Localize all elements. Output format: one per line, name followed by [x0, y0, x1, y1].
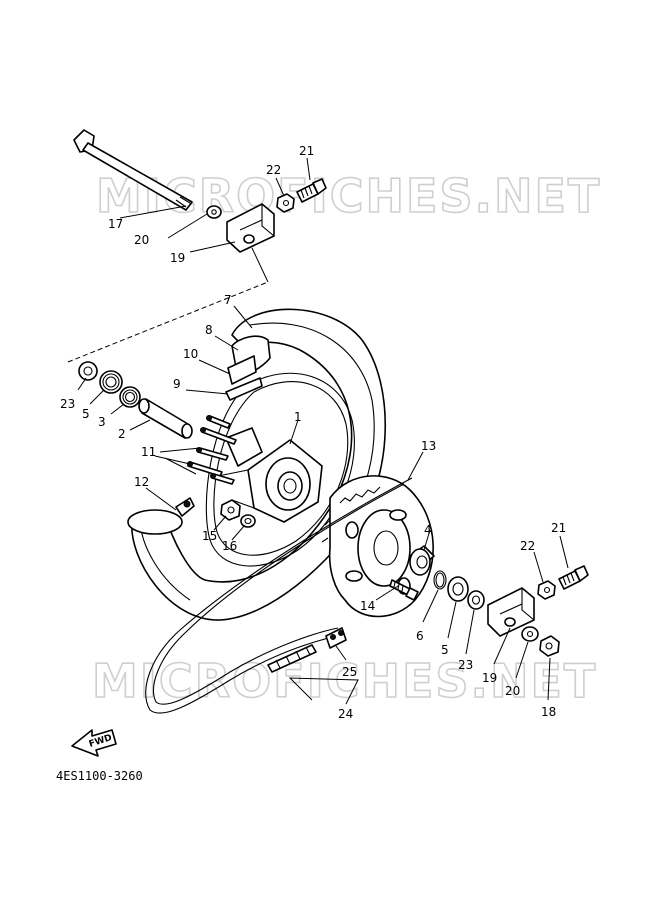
callout-4: 4: [424, 523, 432, 537]
bolt-14: [389, 579, 419, 601]
valve: [175, 497, 195, 517]
callout-10: 10: [183, 347, 198, 361]
collar-23-left: [78, 361, 98, 381]
spacer-2: [138, 398, 193, 439]
collar-23-right: [467, 590, 485, 610]
callout-22-bottom: 22: [520, 539, 535, 553]
callout-7: 7: [224, 293, 232, 307]
bearing-3: [119, 386, 141, 408]
nut-22-top: [276, 193, 295, 213]
circlip-6: [433, 570, 447, 590]
callout-19-bottom: 19: [482, 671, 497, 685]
rim-lock: [225, 377, 263, 401]
callout-16: 16: [222, 539, 237, 553]
washer-20-top: [206, 205, 222, 219]
callout-17: 17: [108, 217, 123, 231]
rim-band: [227, 335, 271, 385]
callout-23-left: 23: [60, 397, 75, 411]
callout-5-left: 5: [82, 407, 90, 421]
callout-15: 15: [202, 529, 217, 543]
chain-adjuster-top: [226, 203, 275, 253]
washer-16: [240, 514, 256, 528]
forward-arrow-icon: FWD: [71, 729, 117, 757]
callout-20-bottom: 20: [505, 684, 520, 698]
callout-24: 24: [338, 707, 353, 721]
leader-lines: [77, 157, 569, 705]
callout-5-right: 5: [441, 643, 449, 657]
washer-20-bottom: [521, 626, 539, 642]
chain-adjuster-bottom: [487, 587, 535, 637]
axle-nut-18: [539, 635, 560, 657]
hub: [217, 427, 323, 523]
watermark-bottom: MICROFICHES.NET: [92, 654, 597, 708]
nut-15: [220, 499, 241, 521]
drive-chain: [145, 477, 413, 714]
bolt-21-bottom: [558, 565, 589, 590]
callout-13: 13: [421, 439, 436, 453]
callout-11: 11: [141, 445, 156, 459]
rim: [205, 372, 355, 567]
callout-8: 8: [205, 323, 213, 337]
callout-21-top: 21: [299, 144, 314, 158]
diagram-code: 4ES1100-3260: [56, 769, 143, 783]
master-link: [325, 627, 347, 649]
collar-4: [409, 545, 435, 576]
callout-1: 1: [294, 410, 302, 424]
callout-12: 12: [134, 475, 149, 489]
bearing-5-left: [99, 370, 123, 394]
callout-25: 25: [342, 665, 357, 679]
bolts-11: [187, 415, 237, 485]
nut-22-bottom: [537, 580, 556, 600]
callout-19-top: 19: [170, 251, 185, 265]
callout-21-bottom: 21: [551, 521, 566, 535]
callout-20-top: 20: [134, 233, 149, 247]
bearing-5-right: [447, 576, 469, 602]
callout-18: 18: [541, 705, 556, 719]
callout-23-right: 23: [458, 658, 473, 672]
callout-3: 3: [98, 415, 106, 429]
callout-9: 9: [173, 377, 181, 391]
callout-6: 6: [416, 629, 424, 643]
callout-14: 14: [360, 599, 375, 613]
callout-22-top: 22: [266, 163, 281, 177]
callout-2: 2: [118, 427, 126, 441]
bolt-21-top: [296, 178, 327, 203]
